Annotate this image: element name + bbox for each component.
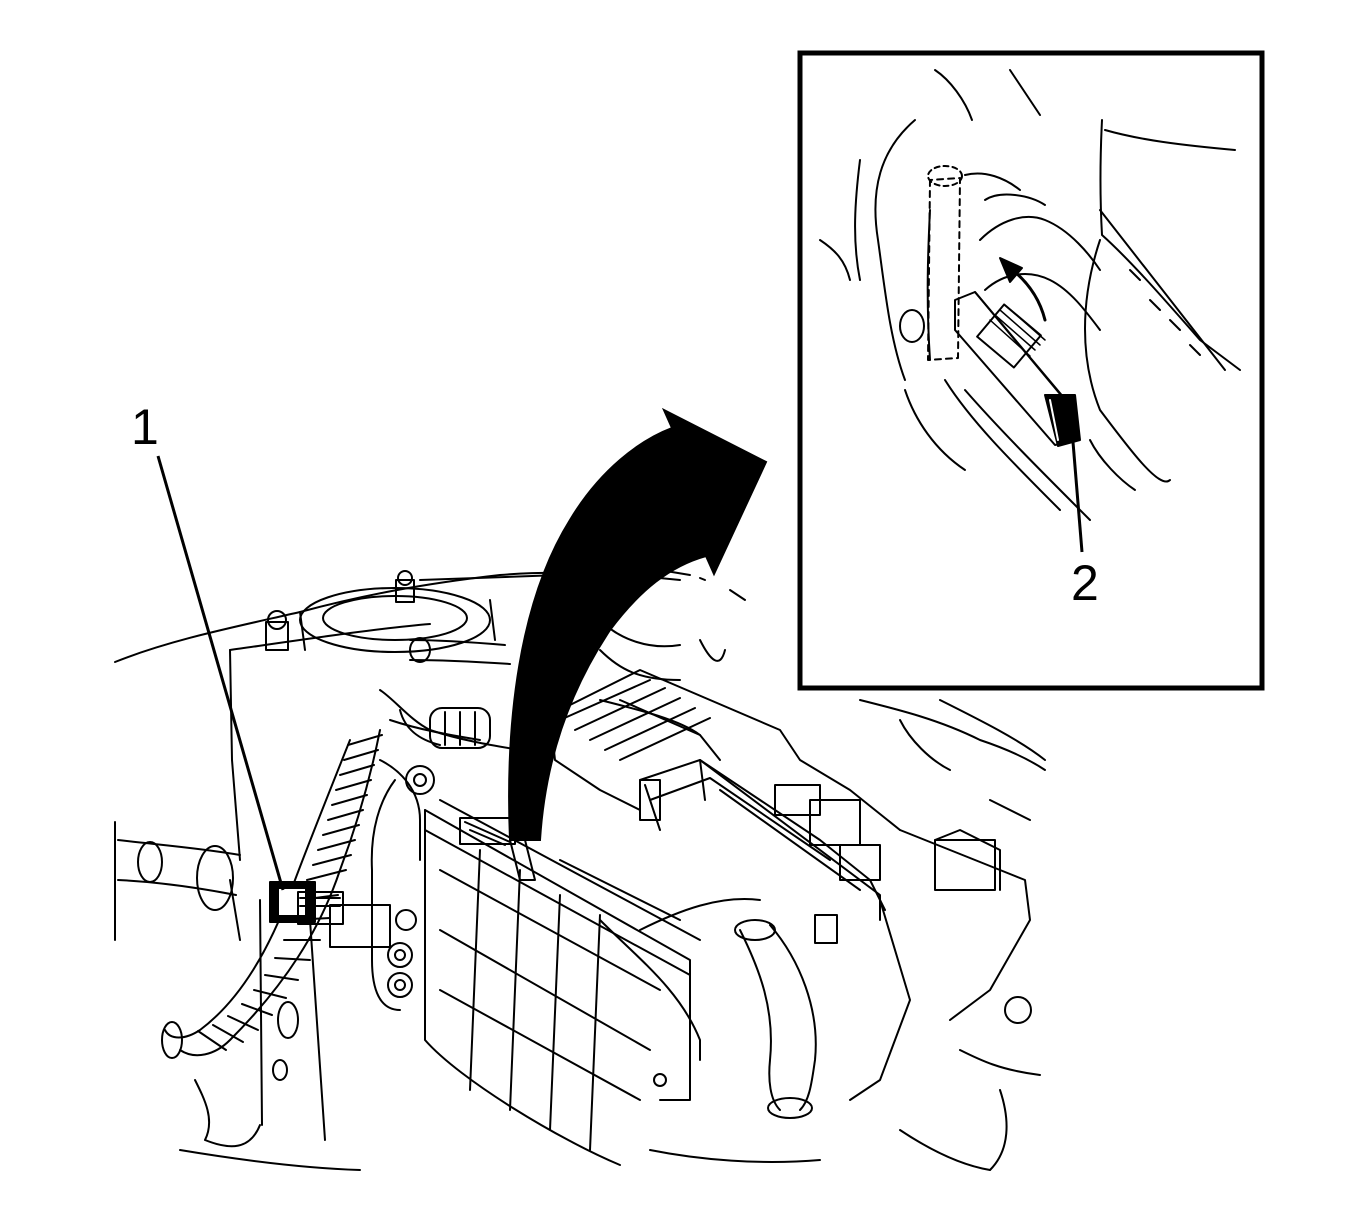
- callout-label-1: 1: [131, 399, 159, 455]
- frame-rail: [114, 821, 361, 1171]
- ecm-housing: [424, 799, 701, 1166]
- harness-conduit: [161, 729, 383, 1059]
- body-right: [649, 699, 1046, 1171]
- ecm-bracket: [370, 759, 435, 1011]
- inset-frame: [797, 50, 1265, 691]
- harness-clip: [269, 881, 413, 968]
- inset-detail: [819, 69, 1241, 521]
- leader-line-1: [156, 455, 285, 891]
- coolant-hose: [734, 919, 817, 1119]
- upper-harness: [379, 637, 521, 751]
- leader-line-2: [1071, 441, 1084, 553]
- intake-assembly: [549, 669, 1032, 1101]
- curved-arrow: [508, 407, 768, 841]
- callout-label-2: 2: [1071, 555, 1099, 611]
